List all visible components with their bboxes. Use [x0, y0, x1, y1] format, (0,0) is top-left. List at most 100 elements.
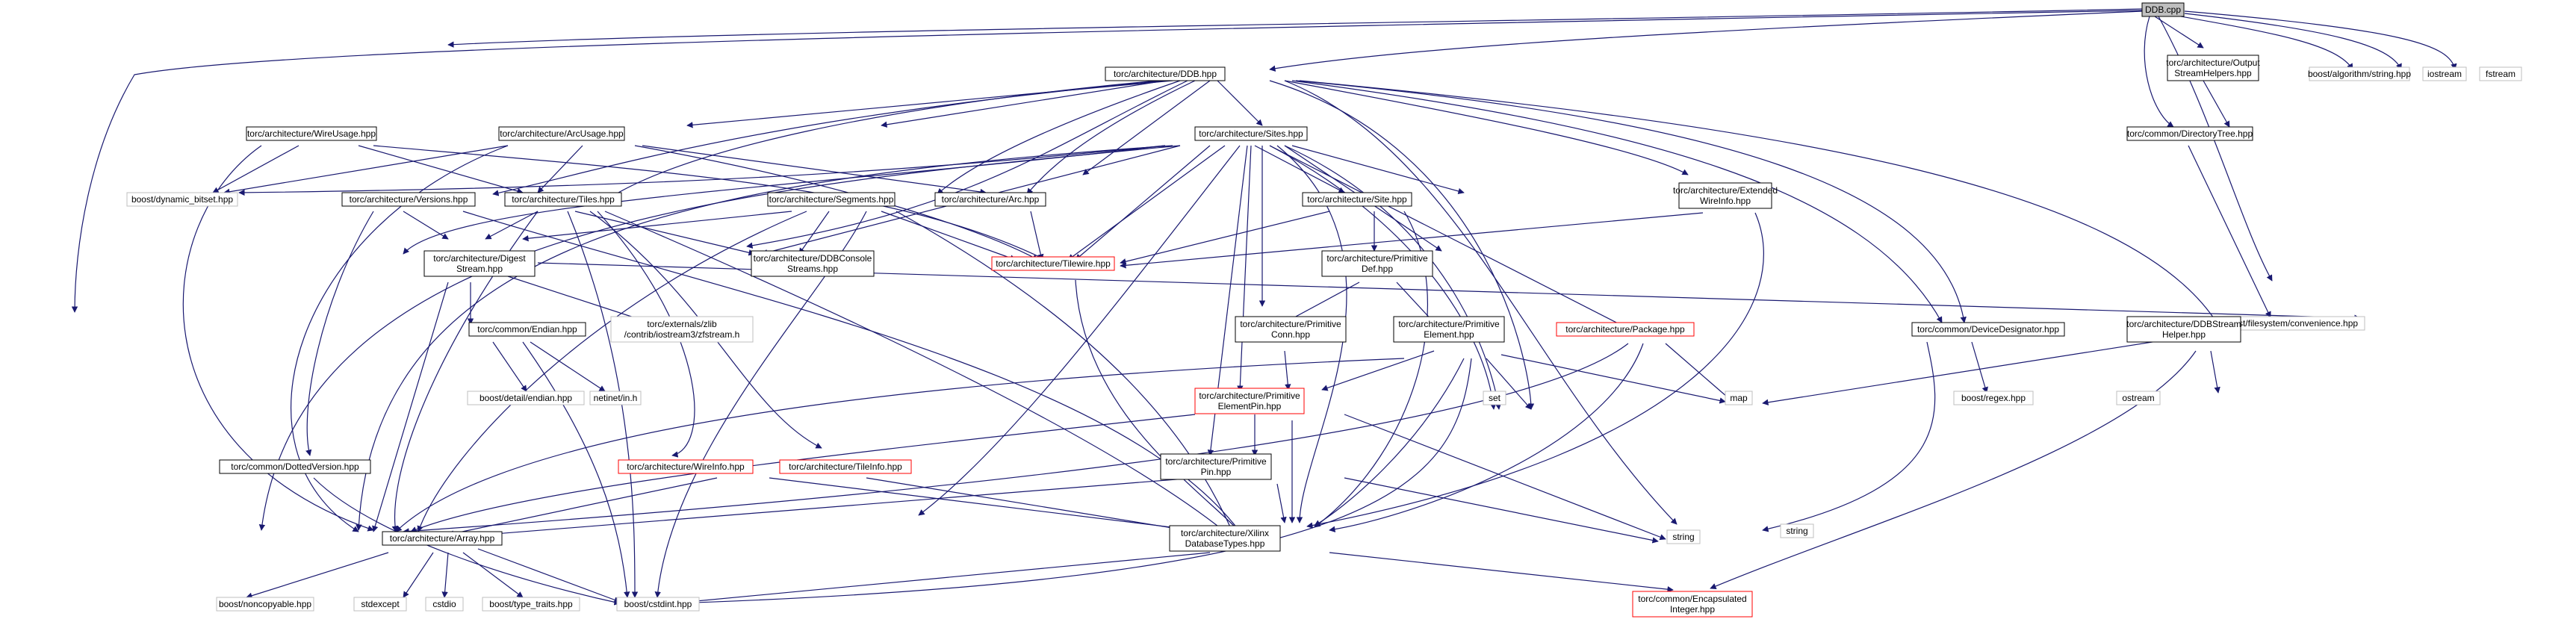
- dependency-edge: [589, 211, 822, 449]
- node-box: [126, 192, 238, 207]
- node-cstdio[interactable]: cstdio: [425, 597, 464, 612]
- node-endian[interactable]: torc/common/Endian.hpp: [468, 322, 586, 337]
- node-label: string: [1786, 526, 1807, 536]
- node-label: /contrib/iostream3/zfstream.h: [624, 329, 740, 340]
- node-tilewire[interactable]: torc/architecture/Tilewire.hpp: [991, 256, 1115, 271]
- node-digest-stream[interactable]: torc/architecture/Digest Stream.hpp: [423, 250, 536, 277]
- node-primitive-def[interactable]: torc/architecture/Primitive Def.hpp: [1321, 250, 1433, 277]
- node-package[interactable]: torc/architecture/Package.hpp: [1556, 322, 1695, 337]
- dependency-edge: [1971, 341, 1988, 394]
- dependency-edge: [522, 341, 630, 598]
- node-encapsulated-integer[interactable]: torc/common/Encapsulated Integer.hpp: [1632, 591, 1753, 618]
- node-zfstream[interactable]: torc/externals/zlib /contrib/iostream3/z…: [610, 316, 754, 343]
- node-array[interactable]: torc/architecture/Array.hpp: [382, 531, 503, 546]
- node-label: torc/architecture/Primitive: [1165, 456, 1267, 467]
- dependency-edge: [1269, 80, 1535, 410]
- node-box: [219, 459, 371, 474]
- dependency-edge: [373, 145, 1046, 261]
- node-xilinx-database-types[interactable]: torc/architecture/Xilinx DatabaseTypes.h…: [1169, 525, 1281, 552]
- node-box: [1194, 388, 1305, 414]
- node-segments[interactable]: torc/architecture/Segments.hpp: [767, 192, 896, 207]
- node-netinet[interactable]: netinet/in.h: [589, 391, 642, 405]
- dependency-edge: [305, 211, 374, 456]
- node-box: [1953, 391, 2034, 405]
- node-label: map: [1730, 393, 1748, 403]
- node-string-mid[interactable]: string: [1666, 529, 1701, 544]
- node-box: [2309, 66, 2410, 81]
- node-tiles[interactable]: torc/architecture/Tiles.hpp: [504, 192, 622, 207]
- node-boost-endian[interactable]: boost/detail/endian.hpp: [467, 391, 585, 405]
- node-label: StreamHelpers.hpp: [2174, 68, 2252, 78]
- node-tileinfo[interactable]: torc/architecture/TileInfo.hpp: [779, 459, 912, 474]
- node-extended-wireinfo[interactable]: torc/architecture/Extended WireInfo.hpp: [1673, 182, 1778, 209]
- node-boost-regex[interactable]: boost/regex.hpp: [1953, 391, 2034, 405]
- dependency-edge: [238, 145, 1166, 196]
- node-output-stream-helpers[interactable]: torc/architecture/Output StreamHelpers.h…: [2166, 55, 2260, 81]
- node-label: torc/architecture/Extended: [1673, 185, 1778, 196]
- node-label: boost/detail/endian.hpp: [479, 393, 572, 403]
- node-primitive-pin[interactable]: torc/architecture/Primitive Pin.hpp: [1160, 453, 1272, 480]
- dependency-edge: [574, 211, 755, 256]
- node-label: Streams.hpp: [787, 264, 838, 274]
- dependency-edge: [1396, 282, 1435, 323]
- node-device-designator[interactable]: torc/common/DeviceDesignator.hpp: [1911, 322, 2065, 337]
- node-ddb-cpp[interactable]: DDB.cpp: [2141, 2, 2185, 17]
- dependency-edge: [604, 211, 1226, 532]
- node-ddbstream-helper[interactable]: torc/architecture/DDBStream Helper.hpp: [2126, 316, 2241, 343]
- node-label: string: [1672, 532, 1694, 542]
- node-box: [2141, 2, 2185, 17]
- node-label: torc/architecture/TileInfo.hpp: [789, 461, 902, 472]
- dependency-edge: [441, 552, 449, 598]
- dependency-edge: [290, 145, 509, 532]
- node-versions[interactable]: torc/architecture/Versions.hpp: [341, 192, 476, 207]
- node-ddbconsole-streams[interactable]: torc/architecture/DDBConsole Streams.hpp: [751, 250, 875, 277]
- node-ostream[interactable]: ostream: [2116, 391, 2161, 405]
- node-site[interactable]: torc/architecture/Site.hpp: [1302, 192, 1412, 207]
- node-arc[interactable]: torc/architecture/Arc.hpp: [934, 192, 1046, 207]
- dependency-edge: [2203, 80, 2230, 128]
- node-string-right[interactable]: string: [1780, 523, 1814, 538]
- dependency-edge: [2184, 10, 2457, 70]
- node-primitive-conn[interactable]: torc/architecture/Primitive Conn.hpp: [1235, 316, 1347, 343]
- node-label: torc/architecture/Site.hpp: [1307, 194, 1407, 205]
- dependency-edge: [447, 477, 1196, 541]
- node-map[interactable]: map: [1725, 391, 1753, 405]
- node-dotted-version[interactable]: torc/common/DottedVersion.hpp: [219, 459, 371, 474]
- node-box: [2126, 126, 2253, 141]
- node-label: torc/architecture/Arc.hpp: [942, 194, 1040, 205]
- node-fstream[interactable]: fstream: [2479, 66, 2522, 81]
- node-label: torc/architecture/ArcUsage.hpp: [500, 128, 624, 139]
- node-label: torc/common/DirectoryTree.hpp: [2127, 128, 2253, 139]
- node-boost-algorithm-string[interactable]: boost/algorithm/string.hpp: [2308, 66, 2411, 81]
- node-boost-cstdint[interactable]: boost/cstdint.hpp: [616, 597, 700, 612]
- node-box: [751, 250, 875, 277]
- node-ddb-hpp[interactable]: torc/architecture/DDB.hpp: [1105, 66, 1226, 81]
- node-box: [934, 192, 1046, 207]
- node-wire-usage[interactable]: torc/architecture/WireUsage.hpp: [246, 126, 377, 141]
- node-primitive-element-pin[interactable]: torc/architecture/Primitive ElementPin.h…: [1194, 388, 1305, 414]
- node-dynamic-bitset[interactable]: boost/dynamic_bitset.hpp: [126, 192, 238, 207]
- node-boost-type-traits[interactable]: boost/type_traits.hpp: [482, 597, 580, 612]
- dependency-edge: [1344, 477, 1659, 544]
- node-stdexcept[interactable]: stdexcept: [353, 597, 407, 612]
- node-arc-usage[interactable]: torc/architecture/ArcUsage.hpp: [498, 126, 625, 141]
- node-set[interactable]: set: [1483, 391, 1506, 405]
- node-boost-noncopyable[interactable]: boost/noncopyable.hpp: [216, 597, 314, 612]
- node-label: torc/architecture/Segments.hpp: [769, 194, 894, 205]
- dependency-edge: [358, 145, 524, 194]
- node-primitive-element[interactable]: torc/architecture/Primitive Element.hpp: [1393, 316, 1505, 343]
- dependency-edge: [896, 211, 1233, 532]
- node-wireinfo[interactable]: torc/architecture/WireInfo.hpp: [618, 459, 754, 474]
- node-label: torc/architecture/DDB.hpp: [1114, 69, 1217, 79]
- node-box: [498, 126, 625, 141]
- node-sites[interactable]: torc/architecture/Sites.hpp: [1194, 126, 1308, 141]
- node-iostream[interactable]: iostream: [2422, 66, 2467, 81]
- node-box: [482, 597, 580, 612]
- node-fs-convenience[interactable]: boost/filesystem/convenience.hpp: [2216, 316, 2365, 331]
- node-label: Element.hpp: [1424, 329, 1474, 340]
- dependency-edge: [71, 10, 2143, 313]
- node-label: Conn.hpp: [1271, 329, 1310, 340]
- dependency-edge: [746, 80, 1188, 249]
- node-directory-tree[interactable]: torc/common/DirectoryTree.hpp: [2126, 126, 2253, 141]
